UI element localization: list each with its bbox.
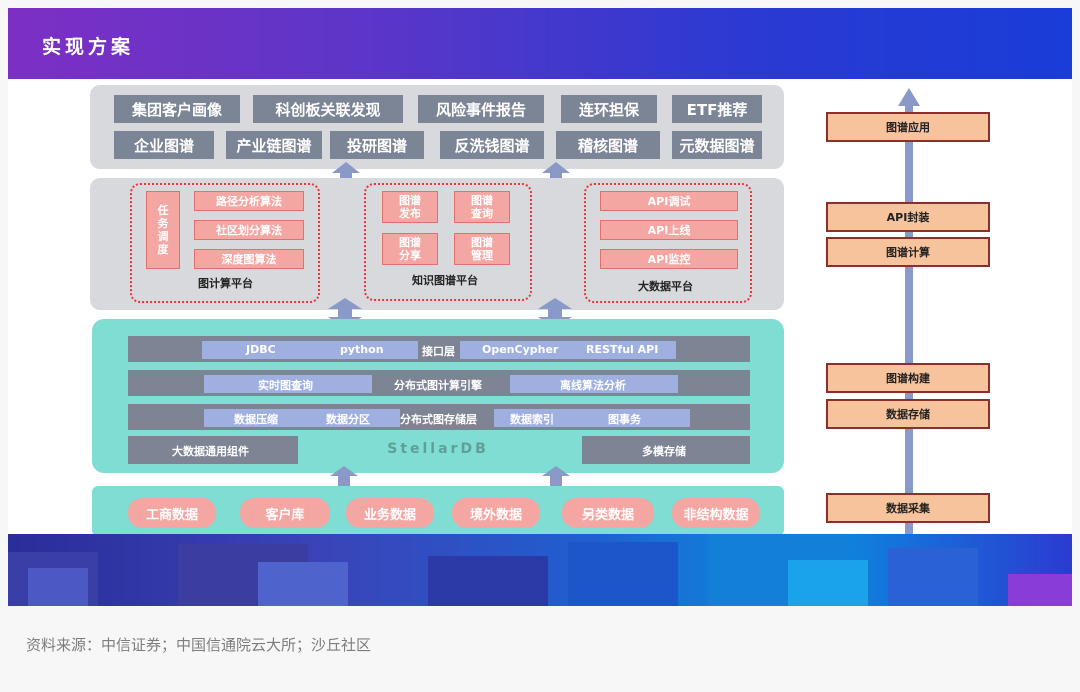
app-chip: 产业链图谱 (226, 131, 322, 159)
decor-block (258, 562, 348, 606)
api-box: API上线 (600, 220, 738, 240)
opencypher-label: OpenCypher (482, 343, 559, 356)
decor-block (28, 568, 88, 606)
app-chip: ETF推荐 (672, 95, 762, 123)
decor-block (568, 542, 678, 606)
interface-layer-label: 接口层 (422, 345, 455, 358)
data-source-item: 业务数据 (346, 498, 434, 528)
app-chip: 集团客户画像 (114, 95, 240, 123)
api-box: API调试 (600, 191, 738, 211)
jdbc-label: JDBC (246, 343, 276, 356)
source-caption: 资料来源：中信证券；中国信通院云大所；沙丘社区 (26, 636, 372, 654)
header-banner: 实现方案 (8, 8, 1072, 79)
compute-left-group (204, 375, 372, 393)
app-chip: 企业图谱 (114, 131, 214, 159)
interface-right-group (460, 341, 676, 359)
graph-compute-label: 图计算平台 (198, 277, 253, 290)
storage-left-group (204, 409, 400, 427)
stage-api-packaging: API封装 (826, 202, 990, 232)
data-source-item: 客户库 (240, 498, 330, 528)
multimodal-storage-bar (582, 436, 750, 464)
knowledge-graph-platform (364, 183, 532, 301)
stage-graph-computing: 图谱计算 (826, 237, 990, 267)
restful-api-label: RESTful API (586, 343, 659, 356)
interface-left-group (202, 341, 418, 359)
decor-block (428, 556, 548, 606)
bigdata-components-bar (128, 436, 298, 464)
decorative-footer-band (8, 534, 1072, 606)
up-arrow-icon (332, 162, 360, 186)
kg-function-box: 图谱发布 (382, 191, 438, 223)
app-chip: 投研图谱 (330, 131, 424, 159)
kg-function-box: 图谱分享 (382, 233, 438, 265)
data-source-item: 境外数据 (452, 498, 540, 528)
data-source-item: 非结构数据 (672, 498, 760, 528)
up-arrow-icon (330, 466, 358, 488)
stage-graph-application: 图谱应用 (826, 112, 990, 142)
app-chip: 元数据图谱 (672, 131, 762, 159)
kg-function-box: 图谱查询 (454, 191, 510, 223)
decor-block (1008, 574, 1072, 606)
compression-label: 数据压缩 (234, 413, 278, 426)
storage-layer-label: 分布式图存储层 (400, 413, 477, 426)
app-chip: 科创板关联发现 (253, 95, 403, 123)
transaction-label: 图事务 (608, 413, 641, 426)
big-data-platform (584, 183, 752, 303)
bigdata-components-label: 大数据通用组件 (172, 445, 249, 458)
algorithm-box: 深度图算法 (194, 249, 304, 269)
algorithm-box: 路径分析算法 (194, 191, 304, 211)
task-scheduler-box: 任务调度 (146, 191, 180, 269)
kg-function-box: 图谱管理 (454, 233, 510, 265)
app-chip: 反洗钱图谱 (440, 131, 544, 159)
knowledge-graph-label: 知识图谱平台 (412, 274, 478, 287)
storage-right-group (494, 409, 690, 427)
task-scheduler-label: 任务调度 (157, 204, 169, 256)
compute-right-group (510, 375, 678, 393)
app-chip: 稽核图谱 (556, 131, 660, 159)
python-label: python (340, 343, 384, 356)
graph-compute-platform (130, 183, 320, 303)
data-source-item: 工商数据 (128, 498, 216, 528)
realtime-query-label: 实时图查询 (258, 379, 313, 392)
up-arrow-icon (542, 162, 570, 186)
stage-data-storage: 数据存储 (826, 399, 990, 429)
app-chip: 风险事件报告 (418, 95, 544, 123)
stage-data-collection: 数据采集 (826, 493, 990, 523)
page-title: 实现方案 (42, 36, 135, 58)
diagram-card: 实现方案 集团客户画像 科创板关联发现 风险事件报告 连环担保 ETF推荐 企业… (8, 8, 1072, 606)
data-source-item: 另类数据 (562, 498, 654, 528)
offline-analysis-label: 离线算法分析 (560, 379, 626, 392)
stage-graph-building: 图谱构建 (826, 363, 990, 393)
partition-label: 数据分区 (326, 413, 370, 426)
algorithm-box: 社区划分算法 (194, 220, 304, 240)
big-data-label: 大数据平台 (638, 280, 693, 293)
decor-block (788, 560, 868, 606)
compute-engine-label: 分布式图计算引擎 (394, 379, 482, 392)
decor-block (888, 548, 978, 606)
api-box: API监控 (600, 249, 738, 269)
up-arrow-icon (542, 466, 570, 488)
app-chip: 连环担保 (561, 95, 657, 123)
multimodal-storage-label: 多模存储 (642, 445, 686, 458)
index-label: 数据索引 (510, 413, 554, 426)
stellardb-name: StellarDB (387, 441, 489, 457)
process-arrow-icon (898, 88, 920, 540)
